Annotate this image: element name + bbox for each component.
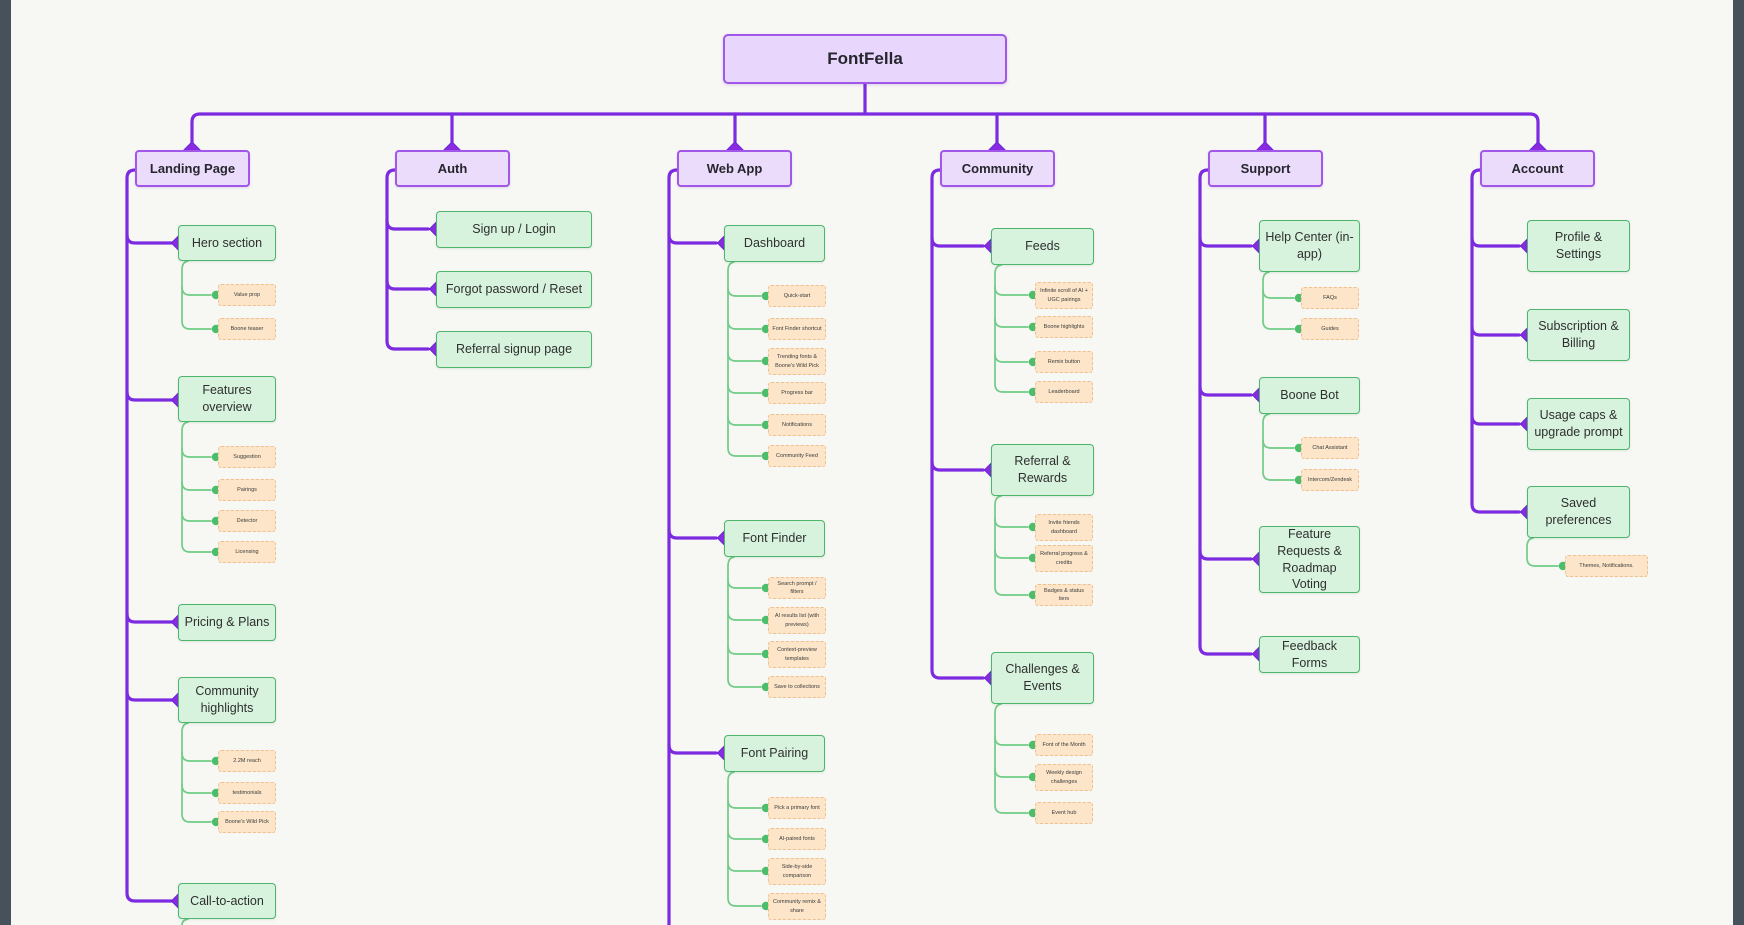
node-remix-button[interactable]: Remix button [1035, 351, 1093, 373]
dot-anchors [211, 290, 1568, 911]
node-font-finder-shortcut[interactable]: Font Finder shortcut [768, 318, 826, 340]
node-side-by-side-comparison[interactable]: Side-by-side comparison [768, 858, 826, 885]
node-boones-wild-pick[interactable]: Boone's Wild Pick [218, 811, 276, 833]
branch-node-landing-page[interactable]: Landing Page [135, 150, 250, 187]
node-quick-start[interactable]: Quick-start [768, 285, 826, 307]
node-feeds[interactable]: Feeds [991, 228, 1094, 265]
node-font-pairing[interactable]: Font Pairing [724, 735, 825, 772]
node-sign-up-login[interactable]: Sign up / Login [436, 211, 592, 248]
purple-connectors [125, 82, 1540, 925]
root-node-fontfella[interactable]: FontFella [723, 34, 1007, 84]
node-referral-signup-page[interactable]: Referral signup page [436, 331, 592, 368]
node-value-prop[interactable]: Value prop [218, 284, 276, 306]
node-forgot-password-reset[interactable]: Forgot password / Reset [436, 271, 592, 308]
branch-node-auth[interactable]: Auth [395, 150, 510, 187]
node-hero-section[interactable]: Hero section [178, 225, 276, 261]
node-pricing-plans[interactable]: Pricing & Plans [178, 604, 276, 641]
node-weekly-design-challenges[interactable]: Weekly design challenges [1035, 764, 1093, 791]
node-help-center-in-app[interactable]: Help Center (in-app) [1259, 220, 1360, 272]
node-profile-settings[interactable]: Profile & Settings [1527, 220, 1630, 272]
node-notifications[interactable]: Notifications [768, 414, 826, 436]
node-intercom-zendesk[interactable]: Intercom/Zendesk [1301, 469, 1359, 491]
node-infinite-scroll[interactable]: Infinite scroll of AI + UGC pairings [1035, 282, 1093, 309]
node-boone-highlights[interactable]: Boone highlights [1035, 316, 1093, 338]
node-saved-preferences[interactable]: Saved preferences [1527, 486, 1630, 538]
node-feature-requests-roadmap-voting[interactable]: Feature Requests & Roadmap Voting [1259, 526, 1360, 593]
branch-node-community[interactable]: Community [940, 150, 1055, 187]
node-testimonials[interactable]: testimonials [218, 782, 276, 804]
node-event-hub[interactable]: Event hub [1035, 802, 1093, 824]
node-font-of-the-month[interactable]: Font of the Month [1035, 734, 1093, 756]
node-trending-fonts-boones-wild-pick[interactable]: Trending fonts & Boone's Wild Pick [768, 348, 826, 375]
node-save-to-collections[interactable]: Save to collections [768, 676, 826, 698]
node-invite-friends-dashboard[interactable]: Invite friends dashboard [1035, 514, 1093, 541]
node-usage-caps-upgrade-prompt[interactable]: Usage caps & upgrade prompt [1527, 398, 1630, 450]
node-leaderboard[interactable]: Leaderboard [1035, 381, 1093, 403]
green-connectors [181, 260, 1559, 925]
node-font-finder[interactable]: Font Finder [724, 520, 825, 557]
node-2-2m-reach[interactable]: 2.2M reach [218, 750, 276, 772]
window-edge-right [1733, 0, 1744, 925]
node-boone-teaser[interactable]: Boone teaser [218, 318, 276, 340]
branch-node-account[interactable]: Account [1480, 150, 1595, 187]
node-licensing[interactable]: Licensing [218, 541, 276, 563]
node-badges-status-tiers[interactable]: Badges & status tiers [1035, 584, 1093, 606]
node-dashboard[interactable]: Dashboard [724, 225, 825, 262]
branch-node-support[interactable]: Support [1208, 150, 1323, 187]
node-referral-rewards[interactable]: Referral & Rewards [991, 444, 1094, 496]
node-pairings[interactable]: Pairings [218, 479, 276, 501]
node-community-highlights[interactable]: Community highlights [178, 677, 276, 723]
node-feedback-forms[interactable]: Feedback Forms [1259, 636, 1360, 673]
node-chat-assistant[interactable]: Chat Assistant [1301, 437, 1359, 459]
node-search-prompt-filters[interactable]: Search prompt / filters [768, 577, 826, 599]
node-referral-progress-credits[interactable]: Referral progress & credits [1035, 545, 1093, 572]
branch-node-web-app[interactable]: Web App [677, 150, 792, 187]
node-context-preview-templates[interactable]: Context-preview templates [768, 641, 826, 668]
node-ai-results-list[interactable]: AI results list (with previews) [768, 607, 826, 634]
node-community-feed[interactable]: Community Feed [768, 445, 826, 467]
node-subscription-billing[interactable]: Subscription & Billing [1527, 309, 1630, 361]
node-community-remix-share[interactable]: Community remix & share [768, 893, 826, 920]
node-ai-paired-fonts[interactable]: AI-paired fonts [768, 828, 826, 850]
node-challenges-events[interactable]: Challenges & Events [991, 652, 1094, 704]
node-call-to-action[interactable]: Call-to-action [178, 883, 276, 919]
node-boone-bot[interactable]: Boone Bot [1259, 377, 1360, 414]
node-progress-bar[interactable]: Progress bar [768, 382, 826, 404]
node-suggestion[interactable]: Suggestion [218, 446, 276, 468]
node-features-overview[interactable]: Features overview [178, 376, 276, 422]
node-themes-notifications[interactable]: Themes, Notifications. [1565, 555, 1648, 577]
node-guides[interactable]: Guides [1301, 318, 1359, 340]
node-detector[interactable]: Detector [218, 510, 276, 532]
window-edge-left [0, 0, 11, 925]
node-faqs[interactable]: FAQs [1301, 287, 1359, 309]
node-pick-a-primary-font[interactable]: Pick a primary font [768, 797, 826, 819]
